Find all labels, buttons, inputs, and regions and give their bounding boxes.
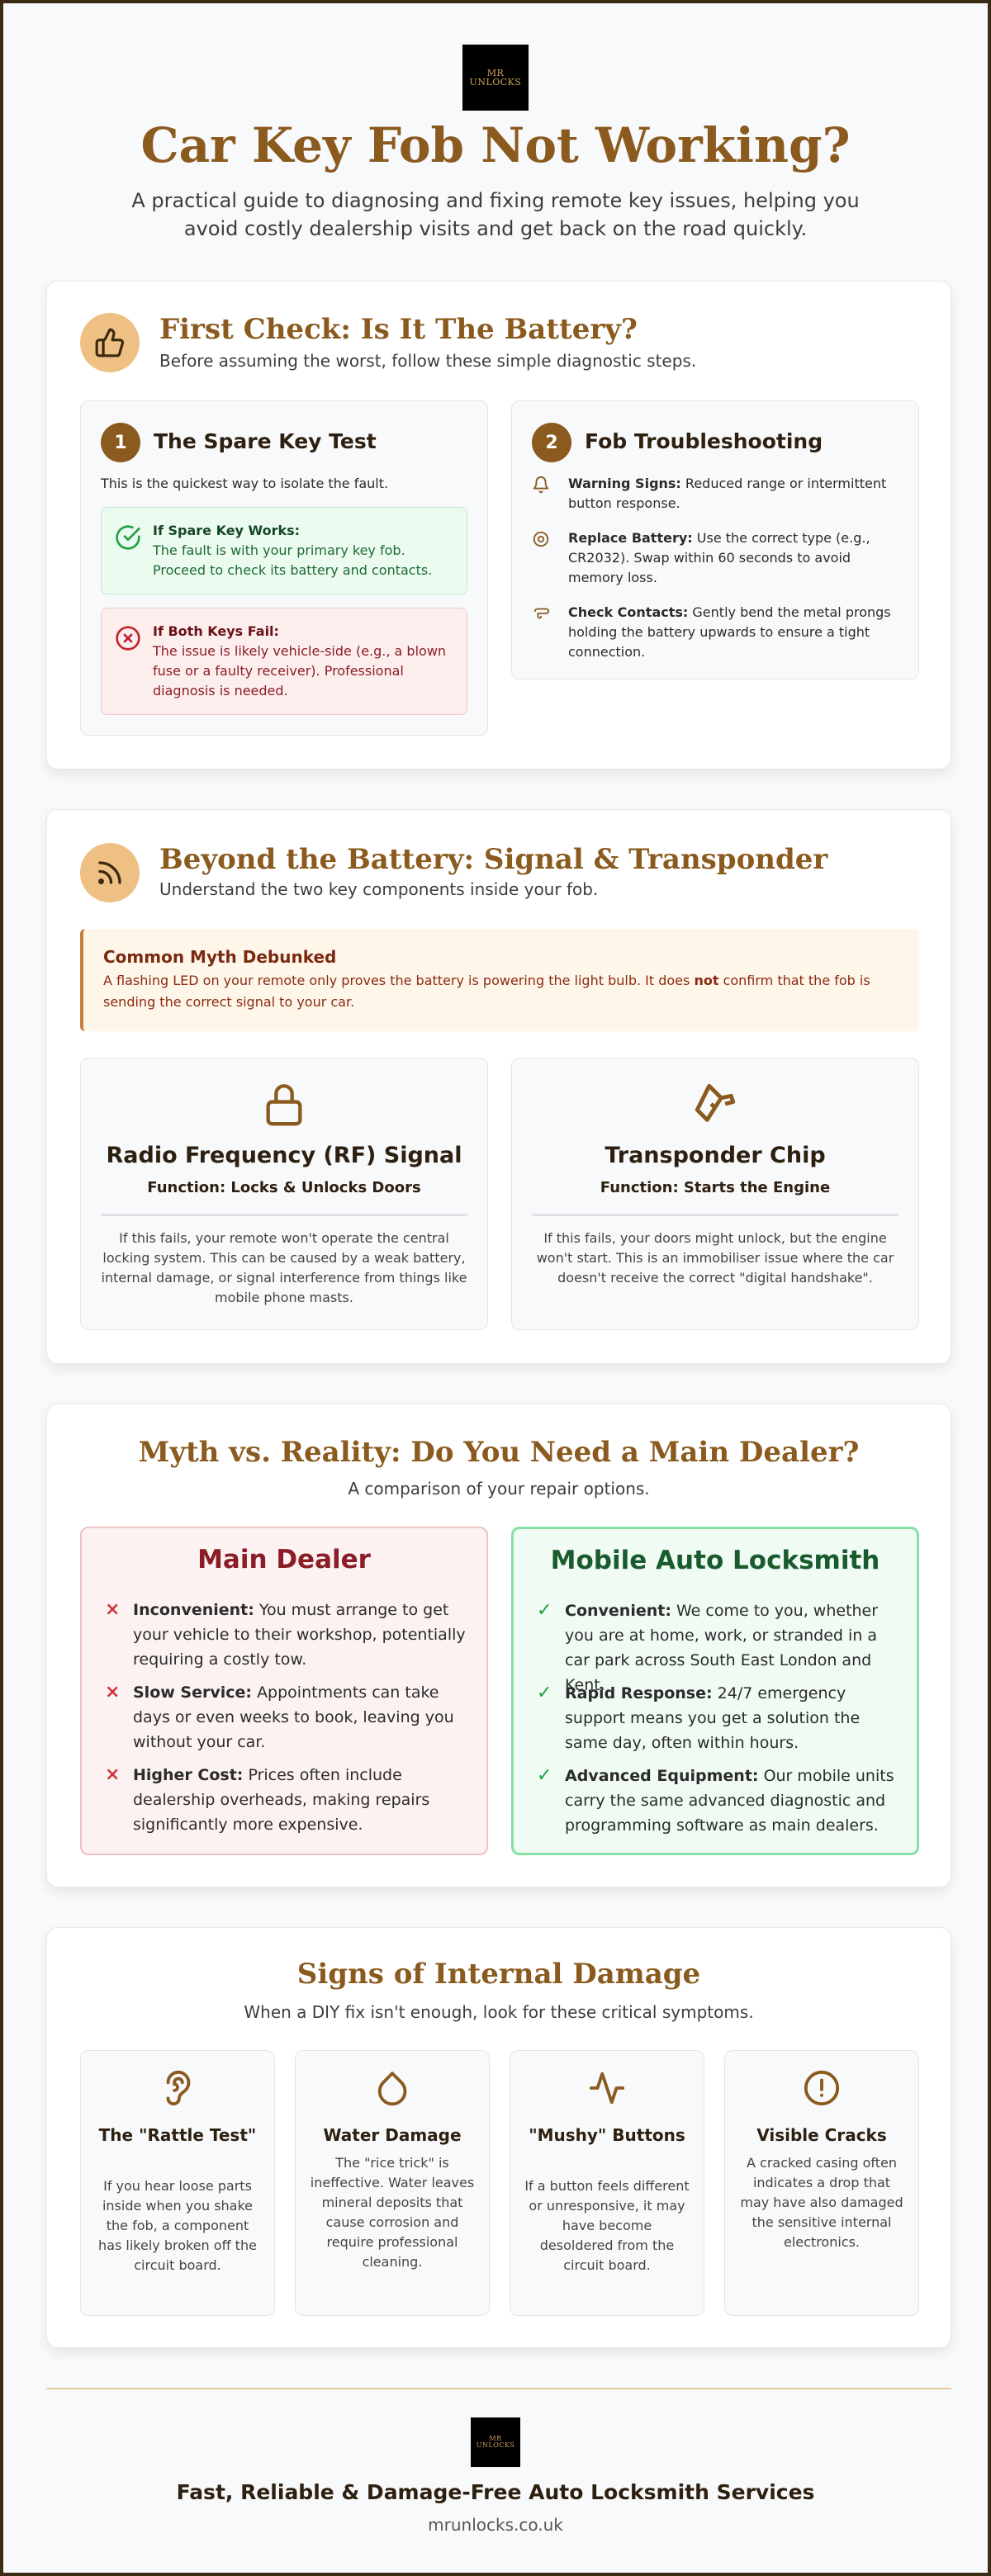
logo-text: MR UNLOCKS xyxy=(476,2435,515,2449)
step-number: 1 xyxy=(101,423,140,462)
divider xyxy=(532,1214,899,1216)
battery-disc-icon xyxy=(532,530,552,550)
sign-water-damage: Water Damage The "rice trick" is ineffec… xyxy=(295,2050,490,2316)
tip-text: Warning Signs: Reduced range or intermit… xyxy=(568,476,887,511)
works-title: If Spare Key Works: xyxy=(153,523,301,538)
section-title: First Check: Is It The Battery? xyxy=(159,313,638,346)
sign-description: If you hear loose parts inside when you … xyxy=(98,2178,257,2273)
section-title: Myth vs. Reality: Do You Need a Main Dea… xyxy=(138,1436,860,1469)
spare-works-box: If Spare Key Works: The fault is with yo… xyxy=(101,507,467,594)
sign-description: The "rice trick" is ineffective. Water l… xyxy=(310,2155,475,2270)
page-subtitle: A practical guide to diagnosing and fixi… xyxy=(131,189,860,240)
check-icon: ✓ xyxy=(537,1600,552,1621)
panel-intro: This is the quickest way to isolate the … xyxy=(101,476,389,491)
contacts-icon xyxy=(532,604,552,624)
sign-mushy-buttons: "Mushy" Buttons If a button feels differ… xyxy=(510,2050,704,2316)
rf-signal-panel: Radio Frequency (RF) Signal Function: Lo… xyxy=(80,1058,488,1330)
myth-title: Common Myth Debunked xyxy=(103,947,337,967)
divider xyxy=(101,1214,467,1216)
signal-transponder-card: Beyond the Battery: Signal & Transponder… xyxy=(46,809,951,1364)
step-number: 2 xyxy=(532,423,571,462)
cross-icon: × xyxy=(105,1599,121,1620)
footer-website-link[interactable]: mrunlocks.co.uk xyxy=(428,2515,563,2535)
myth-callout: Common Myth Debunked A flashing LED on y… xyxy=(80,929,919,1031)
footer-logo: MR UNLOCKS xyxy=(471,2417,520,2467)
panel-title: Fob Troubleshooting xyxy=(585,429,823,453)
water-drop-icon xyxy=(296,2069,489,2112)
mobile-locksmith-box: Mobile Auto Locksmith ✓ Convenient: We c… xyxy=(511,1527,919,1855)
feature-function: Function: Locks & Unlocks Doors xyxy=(147,1179,421,1196)
thumbs-up-icon xyxy=(80,313,140,372)
sign-description: If a button feels different or unrespons… xyxy=(524,2178,690,2273)
internal-damage-card: Signs of Internal Damage When a DIY fix … xyxy=(46,1927,951,2348)
footer-title: Fast, Reliable & Damage-Free Auto Locksm… xyxy=(176,2480,815,2504)
section-title: Beyond the Battery: Signal & Transponder xyxy=(159,843,828,876)
tip-text: Check Contacts: Gently bend the metal pr… xyxy=(568,604,891,660)
spare-key-panel: 1 The Spare Key Test This is the quickes… xyxy=(80,400,488,736)
both-fail-box: If Both Keys Fail: The issue is likely v… xyxy=(101,608,467,715)
section-title: Signs of Internal Damage xyxy=(296,1958,701,1991)
rattle-icon xyxy=(81,2069,274,2112)
comparison-title: Mobile Auto Locksmith xyxy=(550,1546,880,1575)
footer-divider xyxy=(46,2388,951,2389)
check-icon: ✓ xyxy=(537,1683,552,1703)
check-icon: ✓ xyxy=(537,1765,552,1786)
works-text: The fault is with your primary key fob. … xyxy=(153,542,433,578)
section-subtitle: When a DIY fix isn't enough, look for th… xyxy=(244,2002,754,2022)
main-dealer-box: Main Dealer × Inconvenient: You must arr… xyxy=(80,1527,488,1855)
key-chip-icon xyxy=(512,1080,918,1128)
signal-icon xyxy=(80,843,140,902)
cross-icon: × xyxy=(105,1682,121,1702)
alert-circle-icon xyxy=(725,2069,918,2112)
logo-text: MR UNLOCKS xyxy=(469,68,522,88)
check-circle-icon xyxy=(115,524,141,554)
fail-text: The issue is likely vehicle-side (e.g., … xyxy=(153,643,447,698)
dealer-comparison-card: Myth vs. Reality: Do You Need a Main Dea… xyxy=(46,1404,951,1887)
sign-description: A cracked casing often indicates a drop … xyxy=(740,2155,903,2250)
sign-title: Water Damage xyxy=(323,2125,462,2145)
sign-rattle-test: The "Rattle Test" If you hear loose part… xyxy=(80,2050,275,2316)
x-circle-icon xyxy=(115,625,141,655)
section-subtitle: Before assuming the worst, follow these … xyxy=(159,351,697,371)
transponder-chip-panel: Transponder Chip Function: Starts the En… xyxy=(511,1058,919,1330)
tip-warning-signs: Warning Signs: Reduced range or intermit… xyxy=(532,474,895,515)
panel-title: The Spare Key Test xyxy=(154,429,377,453)
feature-title: Radio Frequency (RF) Signal xyxy=(106,1143,462,1168)
bell-icon xyxy=(532,476,552,495)
sign-title: "Mushy" Buttons xyxy=(529,2125,685,2145)
feature-function: Function: Starts the Engine xyxy=(600,1179,831,1196)
tip-replace-battery: Replace Battery: Use the correct type (e… xyxy=(532,528,895,590)
lock-icon xyxy=(81,1078,487,1129)
tip-check-contacts: Check Contacts: Gently bend the metal pr… xyxy=(532,603,895,664)
fail-title: If Both Keys Fail: xyxy=(153,623,279,639)
comparison-title: Main Dealer xyxy=(197,1545,371,1574)
fob-troubleshooting-panel: 2 Fob Troubleshooting Warning Signs: Red… xyxy=(511,400,919,680)
page-title: Car Key Fob Not Working? xyxy=(140,117,851,173)
feature-title: Transponder Chip xyxy=(605,1143,826,1168)
section-subtitle: A comparison of your repair options. xyxy=(348,1479,650,1499)
tip-text: Replace Battery: Use the correct type (e… xyxy=(568,530,870,585)
feature-description: If this fails, your remote won't operate… xyxy=(101,1230,467,1305)
battery-check-card: First Check: Is It The Battery? Before a… xyxy=(46,281,951,769)
pulse-icon xyxy=(510,2069,704,2112)
cross-icon: × xyxy=(105,1764,121,1785)
feature-description: If this fails, your doors might unlock, … xyxy=(536,1230,894,1286)
sign-title: The "Rattle Test" xyxy=(98,2125,257,2145)
section-subtitle: Understand the two key components inside… xyxy=(159,879,599,899)
sign-title: Visible Cracks xyxy=(756,2125,887,2145)
sign-visible-cracks: Visible Cracks A cracked casing often in… xyxy=(724,2050,919,2316)
myth-text: A flashing LED on your remote only prove… xyxy=(103,973,870,1010)
brand-logo: MR UNLOCKS xyxy=(462,45,529,111)
